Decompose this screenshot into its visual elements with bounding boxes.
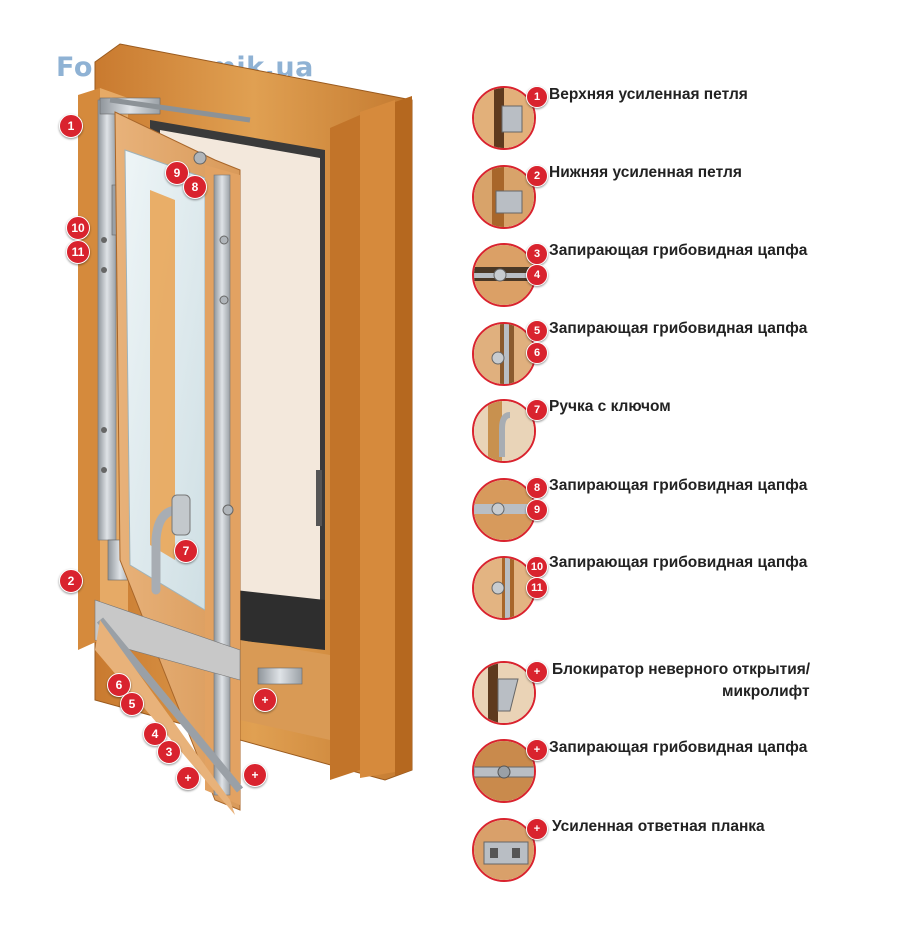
- legend-thumb-bottom-hinge: [472, 165, 536, 229]
- legend-label-cam-5-6: Запирающая грибовидная цапфа: [549, 320, 808, 337]
- legend-label-cam-10-11: Запирающая грибовидная цапфа: [549, 554, 808, 571]
- legend-label-cam-plus: Запирающая грибовидная цапфа: [549, 739, 808, 756]
- diagram-badge-11: 11: [66, 240, 90, 264]
- legend-thumb-cam-plus: [472, 739, 536, 803]
- legend-label-microlift-line1: Блокиратор неверного открытия/: [552, 661, 811, 678]
- diagram-badge-2: 2: [59, 569, 83, 593]
- legend-badge-9: 9: [526, 499, 548, 521]
- diagram-badge-7: 7: [174, 539, 198, 563]
- diagram-badge-plus-1: +: [253, 688, 277, 712]
- legend-label-cam-8-9: Запирающая грибовидная цапфа: [549, 477, 808, 494]
- legend-badge-2: 2: [526, 165, 548, 187]
- legend-thumb-handle: [472, 399, 536, 463]
- legend-badge-5: 5: [526, 320, 548, 342]
- frame-keeper: [316, 470, 322, 526]
- legend-thumb-microlift: [472, 661, 536, 725]
- legend-badge-7: 7: [526, 399, 548, 421]
- diagram-badge-1: 1: [59, 114, 83, 138]
- legend-badge-8: 8: [526, 477, 548, 499]
- legend-thumb-cam-5-6: [472, 322, 536, 386]
- legend-badge-1: 1: [526, 86, 548, 108]
- legend-label-microlift-line2: микролифт: [722, 683, 810, 700]
- strike-plate: [257, 667, 303, 685]
- legend-label-strike-plate: Усиленная ответная планка: [552, 818, 765, 835]
- sash-gear-strip: [213, 174, 231, 796]
- legend-thumb-cam-8-9: [472, 478, 536, 542]
- diagram-badge-10: 10: [66, 216, 90, 240]
- diagram-badge-9: 9: [165, 161, 189, 185]
- legend-badge-4: 4: [526, 264, 548, 286]
- legend-badge-plus-microlift: +: [526, 661, 548, 683]
- legend-thumb-top-hinge: [472, 86, 536, 150]
- legend-badge-3: 3: [526, 243, 548, 265]
- legend-thumb-strike-plate: [472, 818, 536, 882]
- legend-badge-plus-strike: +: [526, 818, 548, 840]
- diagram-badge-3: 3: [157, 740, 181, 764]
- diagram-badge-8: 8: [183, 175, 207, 199]
- diagram-badge-4: 4: [143, 722, 167, 746]
- legend-badge-11: 11: [526, 577, 548, 599]
- left-gear-strip: [97, 99, 117, 541]
- legend-label-bottom-hinge: Нижняя усиленная петля: [549, 164, 742, 181]
- legend-badge-6: 6: [526, 342, 548, 364]
- diagram-badge-plus-2: +: [176, 766, 200, 790]
- diagram-badge-plus-3: +: [243, 763, 267, 787]
- legend-badge-10: 10: [526, 556, 548, 578]
- legend-label-top-hinge: Верхняя усиленная петля: [549, 86, 748, 103]
- diagram-badge-5: 5: [120, 692, 144, 716]
- legend-label-handle: Ручка с ключом: [549, 398, 671, 415]
- legend-label-cam-3-4: Запирающая грибовидная цапфа: [549, 242, 808, 259]
- legend-badge-plus-cam: +: [526, 739, 548, 761]
- window-sash: [94, 111, 303, 815]
- top-mushroom-cam: [193, 151, 207, 165]
